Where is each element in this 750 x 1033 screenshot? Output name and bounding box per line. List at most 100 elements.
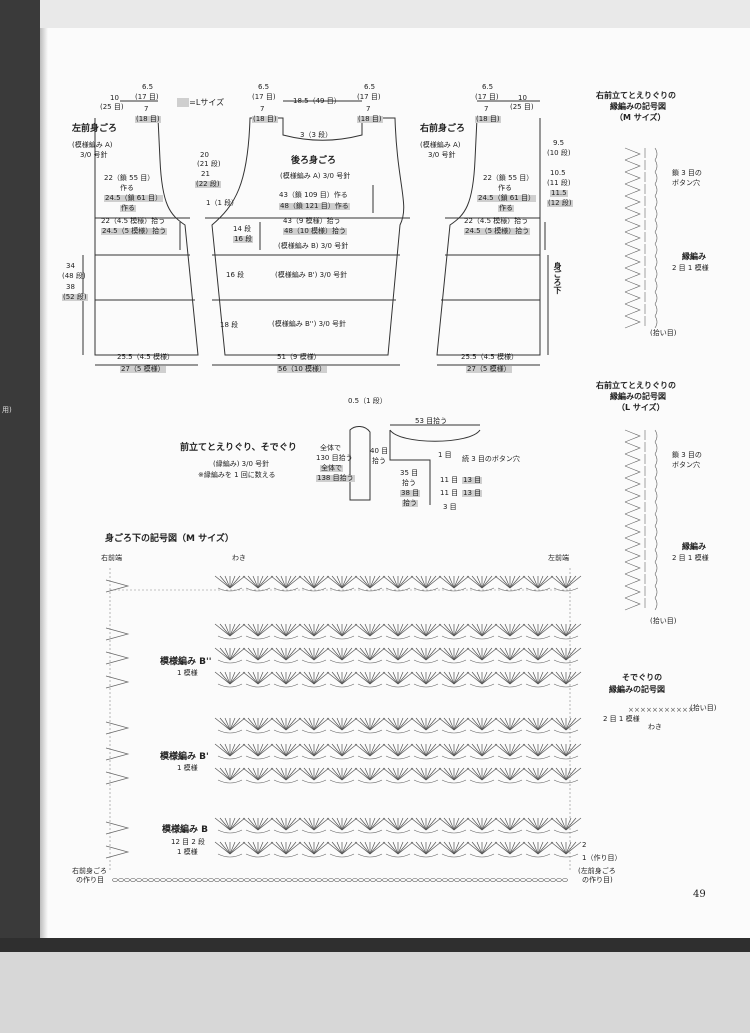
fan-stitch-line [466, 575, 483, 589]
fan-stitch-line [420, 743, 427, 757]
fan-stitch-line [415, 623, 427, 637]
chain-arc [385, 659, 411, 664]
edge-stitch [624, 465, 641, 479]
fan-stitch-line [229, 841, 236, 855]
fan-stitch-line [313, 671, 325, 685]
fan-stitch-line [270, 767, 287, 781]
fan-stitch-line [425, 817, 432, 831]
fan-stitch-line [537, 743, 554, 757]
fan-stitch-line [471, 623, 483, 637]
fan-stitch-line [537, 841, 554, 855]
fan-stitch-line [425, 717, 432, 731]
fan-stitch-line [382, 647, 399, 661]
fan-stitch-line [397, 717, 409, 731]
fan-stitch-line [331, 647, 343, 661]
fan-stitch-line [257, 841, 274, 855]
chart-m-button-2: ボタン穴 [672, 179, 700, 187]
chain-arc [329, 683, 355, 688]
height-1: 34 [66, 262, 75, 270]
fan-stitch-line [425, 767, 432, 781]
chain-arc [553, 779, 579, 784]
foundation-chain [472, 878, 478, 882]
chain-arc [413, 779, 439, 784]
chain-arc [525, 729, 551, 734]
chain-arc [329, 779, 355, 784]
chain-arc [301, 779, 327, 784]
chain-arc [245, 729, 271, 734]
edge-stitch [624, 441, 641, 455]
edge-triangle [105, 721, 130, 735]
fan-stitch-line [331, 575, 343, 589]
chain-arc [553, 635, 579, 640]
chart-l-title-3: （L サイズ） [617, 403, 665, 412]
fan-stitch-line [560, 623, 567, 637]
fan-stitch-line [364, 767, 371, 781]
fan-stitch-line [257, 575, 269, 589]
foundation-chain [430, 878, 436, 882]
fan-stitch-line [359, 743, 371, 757]
fan-stitch-line [509, 841, 521, 855]
foundation-chain [166, 878, 172, 882]
fan-stitch-line [354, 817, 371, 831]
fan-stitch-line [285, 575, 297, 589]
fan-stitch-line [387, 743, 399, 757]
fan-stitch-line [481, 841, 488, 855]
fan-stitch-line [565, 743, 577, 757]
sleeve-stitch: × [646, 706, 652, 714]
fan-stitch-line [229, 623, 241, 637]
fan-stitch-line [298, 575, 315, 589]
chart-m-label-2: 2 目 1 模様 [672, 264, 709, 272]
chart-main-title: 身ごろ下の記号図（M サイズ） [105, 534, 234, 544]
fan-stitch-line [415, 767, 427, 781]
fan-stitch-line [257, 623, 264, 637]
fan-stitch-line [387, 717, 399, 731]
fan-stitch-line [369, 743, 381, 757]
fan-stitch-line [257, 671, 269, 685]
foundation-chain [538, 878, 544, 882]
chain-arc [273, 659, 299, 664]
foundation-chain [292, 878, 298, 882]
chain-arc [273, 755, 299, 760]
fan-stitch-line [285, 717, 292, 731]
fan-stitch-line [476, 767, 483, 781]
right-vertical-label: 身ごろ下 [553, 262, 562, 294]
fan-stitch-line [532, 671, 539, 685]
edge-stitch [624, 279, 641, 293]
fan-stitch-line [242, 817, 259, 831]
fan-stitch-line [397, 671, 404, 685]
back-armhole-3: 21 [201, 170, 210, 178]
fan-stitch-line [410, 841, 427, 855]
fan-stitch-line [410, 575, 427, 589]
fan-stitch-line [504, 671, 511, 685]
foundation-chain [400, 878, 406, 882]
fan-stitch-line [509, 841, 526, 855]
fan-stitch-line [285, 717, 302, 731]
fan-stitch-line [397, 743, 409, 757]
fan-stitch-line [565, 647, 582, 661]
fan-stitch-line [214, 743, 231, 757]
band-mid-4: 拾う [402, 499, 418, 507]
size-legend: =Lサイズ [177, 98, 224, 107]
fan-stitch-line [527, 841, 539, 855]
back-pattern: (模様編み A) 3/0 号針 [280, 172, 351, 180]
fan-stitch-line [481, 575, 488, 589]
fan-stitch-line [270, 717, 287, 731]
fan-stitch-line [275, 743, 287, 757]
fan-stitch-line [257, 671, 264, 685]
band-neck-curve [389, 429, 481, 442]
fan-stitch-line [336, 647, 343, 661]
fan-stitch-line [326, 647, 343, 661]
fan-stitch-line [425, 671, 437, 685]
fan-stitch-line [331, 767, 343, 781]
chain-arc [217, 755, 243, 760]
foundation-chain [544, 878, 550, 882]
chain-arc [413, 683, 439, 688]
chain-arc [497, 755, 523, 760]
edge-triangle [105, 579, 130, 593]
fan-stitch-line [397, 647, 414, 661]
fan-stitch-line [313, 841, 325, 855]
fan-stitch-line [313, 841, 320, 855]
fan-stitch-line [341, 647, 353, 661]
chain-arc [245, 829, 271, 834]
